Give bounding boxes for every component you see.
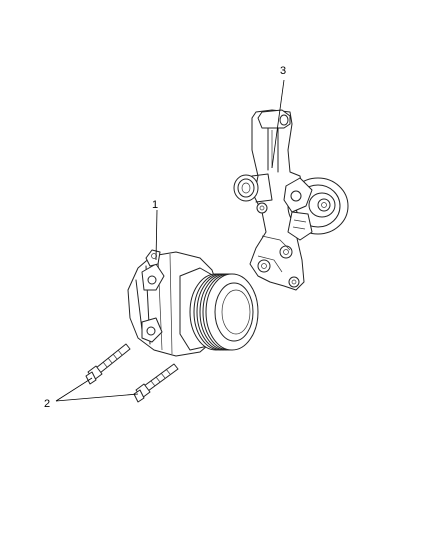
leader-line-1 xyxy=(155,209,158,261)
callout-2: 2 xyxy=(44,398,50,410)
leader-line-2b xyxy=(55,393,139,402)
leader-line-3 xyxy=(271,79,285,169)
bolt-icon-2[interactable] xyxy=(133,363,179,403)
callout-1: 1 xyxy=(152,199,158,211)
ac-compressor-icon[interactable] xyxy=(127,249,259,357)
leader-line-2a xyxy=(55,377,93,402)
bolt-icon[interactable] xyxy=(85,343,131,385)
callout-3: 3 xyxy=(280,65,286,77)
bracket-tensioner-icon[interactable] xyxy=(233,109,349,291)
